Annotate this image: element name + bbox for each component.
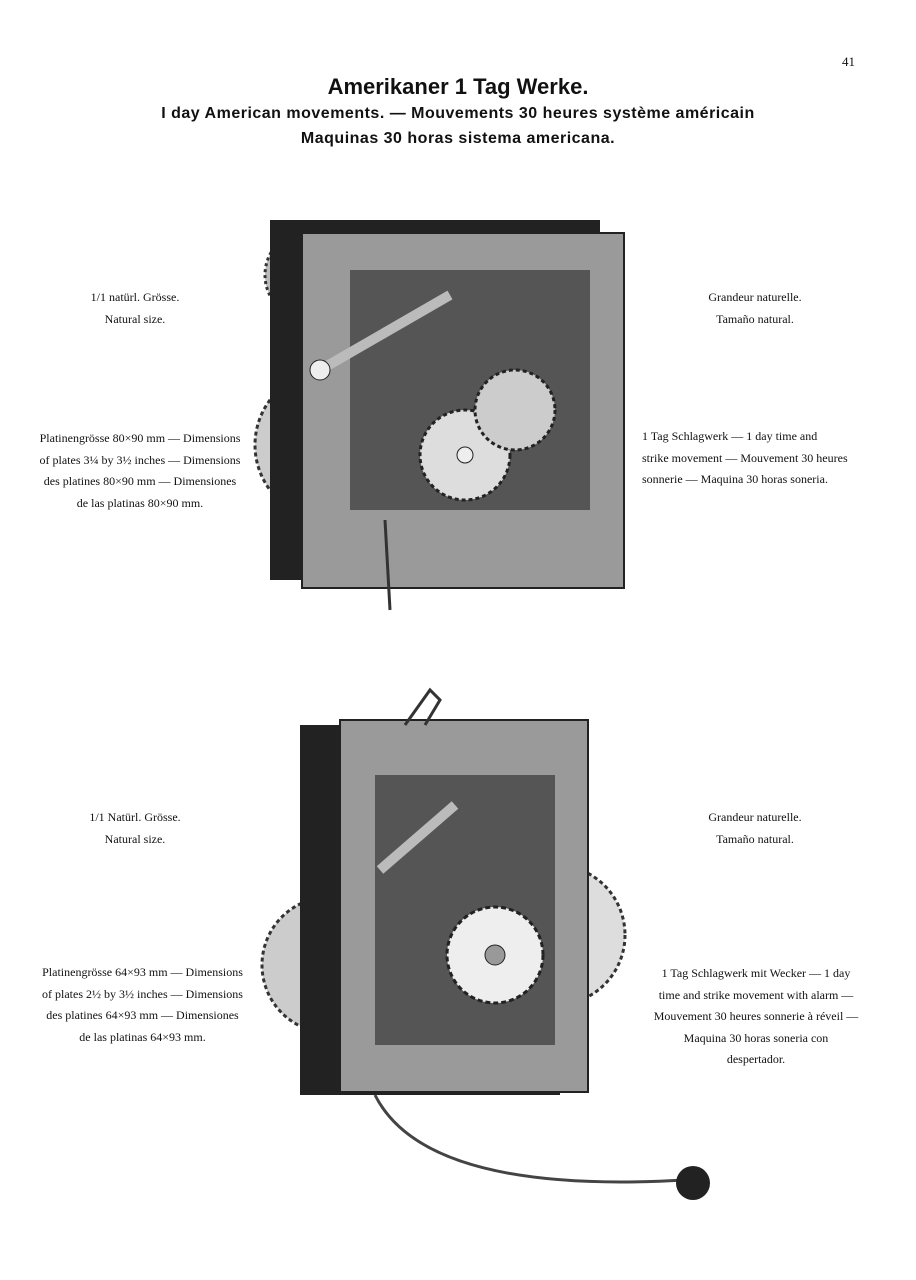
clock-movement-illustration-2 <box>260 687 710 1200</box>
size-note-left-2: 1/1 Natürl. Grösse.Natural size. <box>89 810 181 846</box>
size-note-right-2: Grandeur naturelle.Tamaño natural. <box>708 810 802 846</box>
clock-movement-illustration-1 <box>253 220 625 611</box>
subtitle-line-1: I day American movements. — Mouvements 3… <box>161 105 755 122</box>
subtitle-line-2: Maquinas 30 horas sistema americana. <box>300 130 616 147</box>
size-note-left-1: 1/1 natürl. Grösse.Natural size. <box>90 290 180 326</box>
page-number: 41 <box>842 54 855 69</box>
size-note-right-1: Grandeur naturelle.Tamaño natural. <box>708 290 802 326</box>
page-title: Amerikaner 1 Tag Werke. <box>327 74 589 99</box>
